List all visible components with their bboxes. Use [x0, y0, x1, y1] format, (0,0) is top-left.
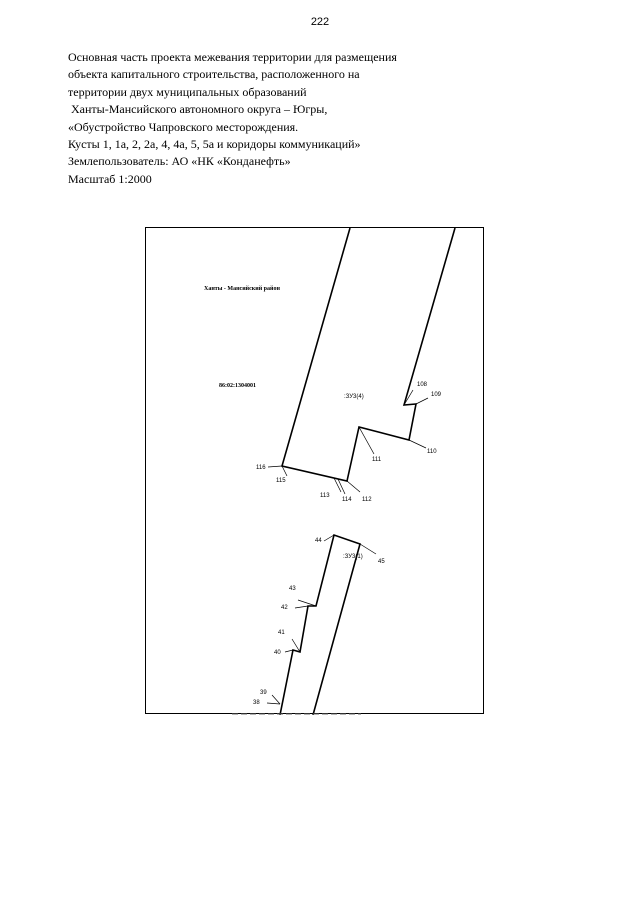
point-label: 113	[320, 493, 330, 499]
leaders-lower	[266, 534, 377, 705]
point-label: 38	[253, 700, 260, 706]
point-label: 112	[362, 497, 372, 503]
cadastral-label: 86:02:1304001	[219, 383, 256, 389]
zone-label-lower: :ЗУ3(1)	[343, 554, 363, 560]
header-line: объекта капитального строительства, расп…	[68, 67, 360, 82]
page-number: 222	[310, 16, 330, 28]
zone-label-upper: :ЗУ3(4)	[344, 394, 364, 400]
point-label: 111	[372, 457, 382, 463]
document-header: Основная часть проекта межевания террито…	[68, 49, 428, 188]
point-label: 114	[342, 497, 352, 503]
point-label: 115	[276, 478, 286, 484]
point-label: 116	[256, 465, 266, 471]
point-label: 45	[378, 559, 385, 565]
header-line: Масштаб 1:2000	[68, 171, 152, 186]
point-label: 44	[315, 538, 322, 544]
point-label: 43	[289, 586, 296, 592]
parcel-boundary-upper	[280, 228, 456, 482]
header-line: «Обустройство Чапровского месторождения.	[68, 119, 299, 134]
point-label: 41	[278, 630, 285, 636]
point-label: 108	[417, 382, 428, 388]
header-line: Ханты-Мансийского автономного округа – Ю…	[68, 102, 328, 117]
point-label: 42	[281, 605, 288, 611]
map-frame: Ханты - Мансийский район 86:02:1304001 :…	[145, 227, 484, 715]
header-line: Землепользователь: АО «НК «Конданефть»	[68, 154, 291, 169]
point-label: 39	[260, 690, 267, 696]
map-drawing: Ханты - Мансийский район 86:02:1304001 :…	[204, 228, 456, 715]
parcel-boundary-lower	[279, 533, 361, 715]
district-label: Ханты - Мансийский район	[204, 285, 280, 292]
point-label: 109	[431, 392, 442, 398]
point-label: 110	[427, 449, 437, 455]
header-line: Основная часть проекта межевания террито…	[68, 50, 397, 64]
header-line: Кусты 1, 1а, 2, 2а, 4, 4а, 5, 5а и корид…	[68, 137, 361, 152]
point-label: 40	[274, 650, 281, 656]
header-line: территории двух муниципальных образовани…	[68, 84, 307, 99]
leaders-upper	[267, 389, 429, 495]
